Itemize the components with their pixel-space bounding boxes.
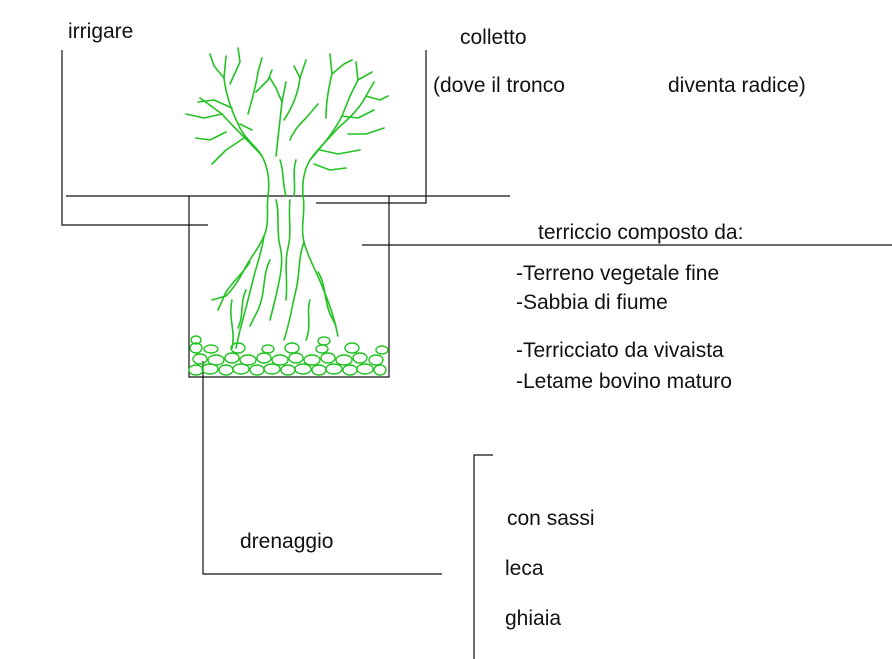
colletto-note-part2: diventa radice) [668,74,806,97]
tree-canopy [185,47,389,197]
drenaggio-label: drenaggio [240,530,334,553]
terriccio-item: -Letame bovino maturo [516,370,732,393]
irrigare-leader [61,50,208,226]
drenaggio-leader [202,361,442,575]
drainage-stones [188,335,389,376]
drainage-material: con sassi [507,507,595,530]
terriccio-title: terriccio composto da: [538,221,744,244]
irrigare-label: irrigare [68,20,134,43]
colletto-label: colletto [460,26,527,49]
drainage-material: leca [505,557,544,580]
colletto-note-part1: (dove il tronco [433,74,565,97]
colletto-leader [316,50,427,204]
terriccio-item: -Terreno vegetale fine [516,262,720,285]
drainage-material: ghiaia [505,607,562,630]
pot-outline [188,196,390,378]
tree-roots [211,195,339,349]
terriccio-item: -Terricciato da vivaista [516,339,724,362]
terriccio-item: -Sabbia di fiume [516,291,668,314]
materials-bracket [473,454,493,659]
